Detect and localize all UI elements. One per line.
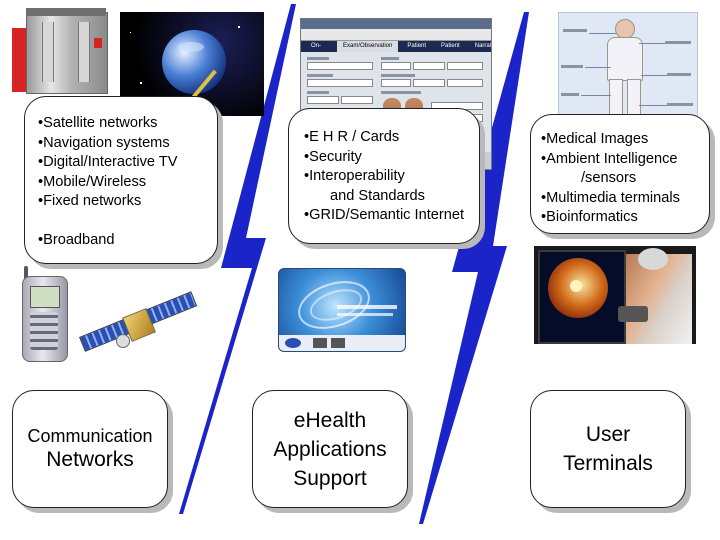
list-item: •Mobile/Wireless bbox=[38, 173, 147, 190]
applications-title-line2: Applications bbox=[273, 437, 387, 461]
lightning-bolt-right bbox=[419, 12, 529, 524]
list-item: •Medical Images bbox=[541, 131, 649, 147]
ehealth-card-image bbox=[278, 268, 406, 352]
list-item: •Navigation systems bbox=[38, 134, 170, 151]
list-item: •GRID/Semantic Internet bbox=[304, 207, 465, 223]
list-item: •Satellite networks bbox=[38, 115, 158, 131]
satellite-image bbox=[76, 290, 198, 356]
tab-patient-hx: Patient HX bbox=[407, 43, 427, 60]
tab-narrative: Narrative bbox=[474, 43, 492, 49]
list-item: •Bioinformatics bbox=[541, 209, 638, 225]
list-item: •Fixed networks bbox=[38, 193, 142, 209]
window-menubar bbox=[301, 29, 491, 41]
communication-list-box: •Satellite networks •Navigation systems … bbox=[24, 96, 218, 264]
window-titlebar bbox=[301, 19, 491, 29]
terminals-list-box: •Medical Images •Ambient Intelligence /s… bbox=[530, 114, 710, 234]
list-item: /sensors bbox=[581, 170, 637, 186]
tab-exam-observation: Exam/Observation bbox=[337, 41, 399, 52]
user-terminals-box: User Terminals bbox=[530, 390, 686, 508]
terminals-title-line2: Terminals bbox=[563, 452, 653, 475]
communication-networks-box: Communication Networks bbox=[12, 390, 168, 508]
applications-list: •E H R / Cards •Security •Interoperabili… bbox=[304, 128, 479, 226]
ehealth-applications-support-box: eHealth Applications Support bbox=[252, 390, 408, 508]
mobile-phone-image bbox=[20, 266, 68, 362]
wearable-anatomy-image bbox=[558, 12, 698, 126]
list-item: and Standards bbox=[330, 187, 425, 204]
communication-title-line2: Networks bbox=[46, 448, 134, 471]
tab-on-scene: On-Scene bbox=[311, 43, 328, 60]
list-item: •Security bbox=[304, 148, 362, 165]
eye-examination-image bbox=[534, 246, 696, 344]
applications-title-line1: eHealth bbox=[293, 408, 367, 432]
list-item: •Ambient Intelligence bbox=[541, 150, 678, 167]
applications-title-line3: Support bbox=[293, 466, 367, 490]
terminals-title-line1: User bbox=[585, 423, 631, 446]
terminals-list: •Medical Images •Ambient Intelligence /s… bbox=[541, 130, 709, 228]
ehr-tabs: On-Scene Exam/Observation Patient HX Pat… bbox=[301, 41, 492, 60]
list-item: •Multimedia terminals bbox=[541, 189, 680, 206]
server-cabinet-image bbox=[12, 8, 110, 94]
lightning-bolt-left bbox=[179, 4, 296, 514]
communication-title-line1: Communication bbox=[27, 426, 153, 446]
communication-list: •Satellite networks •Navigation systems … bbox=[38, 114, 217, 250]
tab-patient-tx: Patient TX bbox=[441, 43, 460, 60]
list-item: •Interoperability bbox=[304, 168, 405, 184]
applications-list-box: •E H R / Cards •Security •Interoperabili… bbox=[288, 108, 480, 244]
list-item: •Digital/Interactive TV bbox=[38, 154, 178, 170]
list-item: •E H R / Cards bbox=[304, 129, 400, 145]
list-item: •Broadband bbox=[38, 231, 115, 248]
